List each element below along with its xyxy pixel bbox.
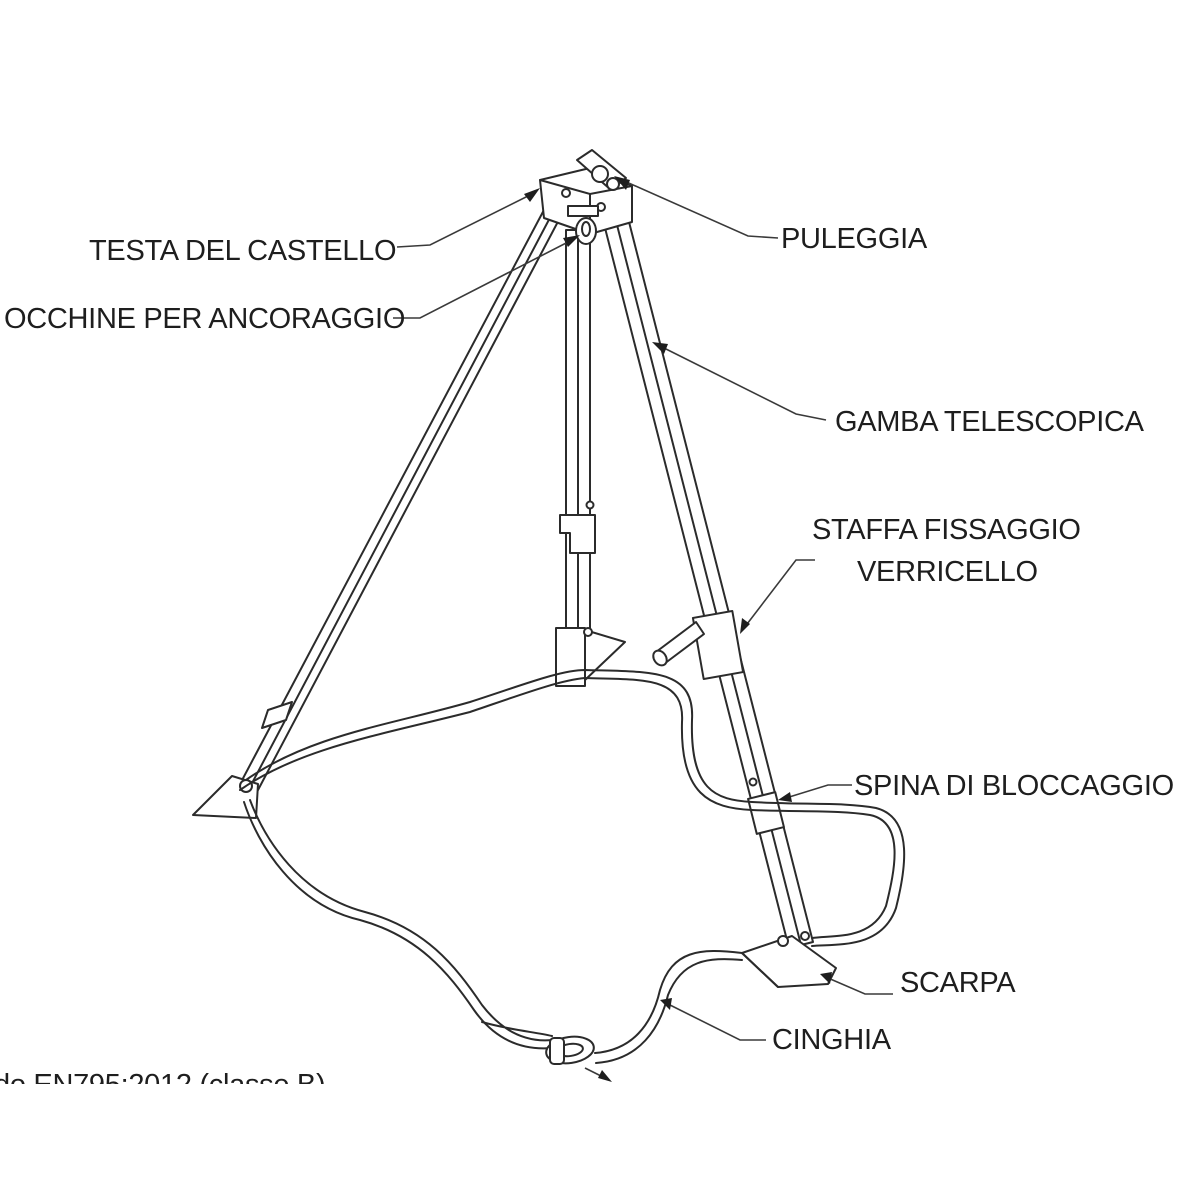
label-strap: CINGHIA	[772, 1024, 892, 1056]
label-anchor-eye: OCCHINE PER ANCORAGGIO	[4, 303, 405, 335]
label-head: TESTA DEL CASTELLO	[89, 235, 396, 267]
right-leg	[603, 217, 837, 988]
labels: TESTA DEL CASTELLO OCCHINE PER ANCORAGGI…	[4, 223, 1174, 1056]
label-locking-pin: SPINA DI BLOCCAGGIO	[854, 770, 1174, 802]
label-telescopic-leg: GAMBA TELESCOPICA	[835, 406, 1145, 438]
label-pulley: PULEGGIA	[781, 223, 928, 255]
label-foot: SCARPA	[900, 967, 1016, 999]
label-winch-bracket-line2: VERRICELLO	[857, 556, 1038, 588]
tripod-head	[539, 149, 633, 245]
tripod-illustration	[192, 149, 906, 1065]
carabiner	[545, 1035, 595, 1065]
strap-loop	[239, 668, 906, 1065]
anchor-eye	[567, 205, 599, 245]
leader-lines	[393, 176, 893, 1082]
center-leg	[555, 229, 626, 687]
label-winch-bracket-line1: STAFFA FISSAGGIO	[812, 514, 1081, 546]
pulley	[576, 149, 627, 191]
footnote-text: do EN795:2012 (classe B)	[0, 1069, 325, 1101]
